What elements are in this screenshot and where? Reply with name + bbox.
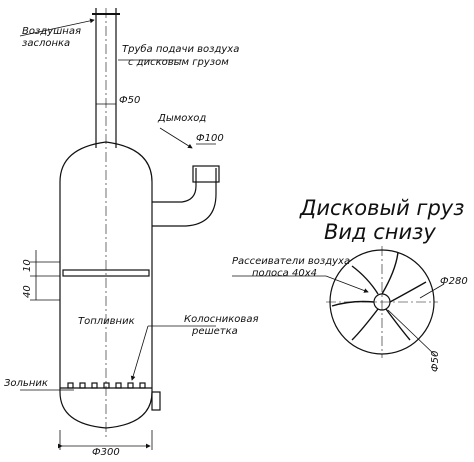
chimney-diameter-label: Ф100 xyxy=(196,133,224,144)
grate-bars xyxy=(67,382,146,389)
pipe-diameter-label: Ф50 xyxy=(119,95,141,106)
hole-diameter-label: Ф50 xyxy=(430,350,441,372)
air-pipe-label-2: с дисковым грузом xyxy=(128,57,229,68)
ash-box-label: Зольник xyxy=(4,378,48,389)
body-diameter-label: Ф300 xyxy=(92,447,120,458)
air-damper-label-2: заслонка xyxy=(22,38,71,49)
diffusers-label-1: Рассеиватели воздуха xyxy=(232,256,351,267)
fuel-box-label: Топливник xyxy=(78,316,135,327)
chimney-label: Дымоход xyxy=(158,113,207,124)
chimney-collar xyxy=(192,165,220,183)
chimney-inner xyxy=(152,168,197,203)
grate-label-2: решетка xyxy=(192,326,238,337)
disk-title-line-2: Вид снизу xyxy=(324,220,436,244)
chimney-outer xyxy=(152,168,217,227)
disk-diameter-label: Ф280 xyxy=(440,276,468,287)
dim-40-label: 40 xyxy=(22,285,33,298)
diffusers-label-2: полоса 40х4 xyxy=(252,268,317,279)
disk-title-line-1: Дисковый груз xyxy=(300,196,465,220)
ash-door xyxy=(151,391,161,411)
dim-10-label: 10 xyxy=(22,259,33,272)
air-damper-label-1: Воздушная xyxy=(22,26,81,37)
air-pipe-label-1: Труба подачи воздуха xyxy=(122,44,240,55)
grate-label-1: Колосниковая xyxy=(184,314,259,325)
